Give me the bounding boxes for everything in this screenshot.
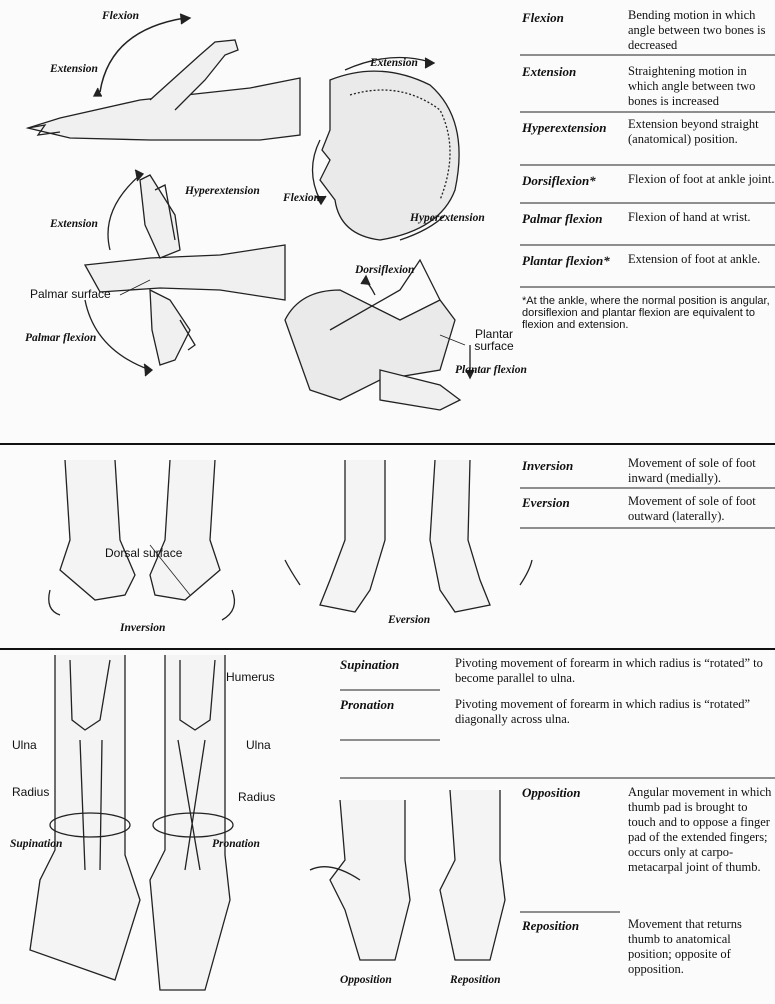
label-supination: Supination: [10, 838, 62, 850]
label-dorsiflexion: Dorsiflexion: [355, 264, 414, 276]
def-palmar-flexion: Flexion of hand at wrist.: [628, 210, 768, 225]
term-inversion: Inversion: [522, 458, 573, 474]
section-divider-2: [0, 648, 775, 650]
term-supination: Supination: [340, 657, 399, 673]
label-eversion: Eversion: [388, 614, 430, 626]
def-dorsiflexion: Flexion of foot at ankle joint.: [628, 172, 775, 187]
term-pronation: Pronation: [340, 697, 394, 713]
term-plantar-flexion: Plantar flexion*: [522, 253, 610, 269]
def-reposition: Movement that returns thumb to anatomica…: [628, 917, 775, 977]
label-radius-right: Radius: [238, 790, 275, 804]
label-extension-arm: Extension: [50, 63, 98, 75]
term-dorsiflexion: Dorsiflexion*: [522, 173, 596, 189]
def-opposition: Angular movement in which thumb pad is b…: [628, 785, 775, 875]
label-flexion-head: Flexion: [283, 192, 320, 204]
opposition-hands-illustration: [310, 790, 505, 960]
label-plantar-flexion: Plantar flexion: [455, 364, 527, 376]
def-supination: Pivoting movement of forearm in which ra…: [455, 656, 775, 686]
label-inversion: Inversion: [120, 622, 165, 634]
label-ulna-left: Ulna: [12, 738, 37, 752]
label-plantar-surface: Plantar surface: [472, 328, 516, 352]
label-palmar-surface: Palmar surface: [30, 287, 111, 301]
label-palmar-flexion: Palmar flexion: [25, 332, 96, 344]
arm-illustration: [28, 14, 300, 140]
inversion-feet-illustration: [49, 460, 235, 620]
forearm-bones-illustration: [30, 655, 233, 990]
label-humerus: Humerus: [226, 670, 275, 684]
label-reposition: Reposition: [450, 974, 500, 986]
term-palmar-flexion: Palmar flexion: [522, 211, 603, 227]
label-hyperextension-hand: Hyperextension: [185, 185, 260, 197]
def-flexion: Bending motion in which angle between tw…: [628, 8, 775, 53]
label-dorsal-surface: Dorsal surface: [105, 546, 182, 560]
term-reposition: Reposition: [522, 918, 579, 934]
term-flexion: Flexion: [522, 10, 564, 26]
label-ulna-right: Ulna: [246, 738, 271, 752]
hand-illustration: [85, 170, 285, 376]
def-hyperextension: Extension beyond straight (anatomical) p…: [628, 117, 768, 147]
term-opposition: Opposition: [522, 785, 581, 801]
def-eversion: Movement of sole of foot outward (latera…: [628, 494, 775, 524]
def-extension: Straightening motion in which angle betw…: [628, 64, 775, 109]
label-extension-hand: Extension: [50, 218, 98, 230]
def-pronation: Pivoting movement of forearm in which ra…: [455, 697, 775, 727]
term-eversion: Eversion: [522, 495, 570, 511]
label-flexion-arm: Flexion: [102, 10, 139, 22]
term-extension: Extension: [522, 64, 576, 80]
foot-illustration: [285, 260, 474, 410]
label-hyperextension-head: Hyperextension: [410, 212, 485, 224]
eversion-feet-illustration: [285, 460, 532, 612]
def-inversion: Movement of sole of foot inward (mediall…: [628, 456, 775, 486]
label-radius-left: Radius: [12, 785, 49, 799]
label-extension-head: Extension: [370, 57, 418, 69]
label-opposition: Opposition: [340, 974, 392, 986]
section-divider-1: [0, 443, 775, 445]
term-hyperextension: Hyperextension: [522, 120, 607, 136]
label-pronation: Pronation: [212, 838, 260, 850]
ankle-footnote: *At the ankle, where the normal position…: [522, 295, 775, 331]
def-plantar-flexion: Extension of foot at ankle.: [628, 252, 768, 267]
